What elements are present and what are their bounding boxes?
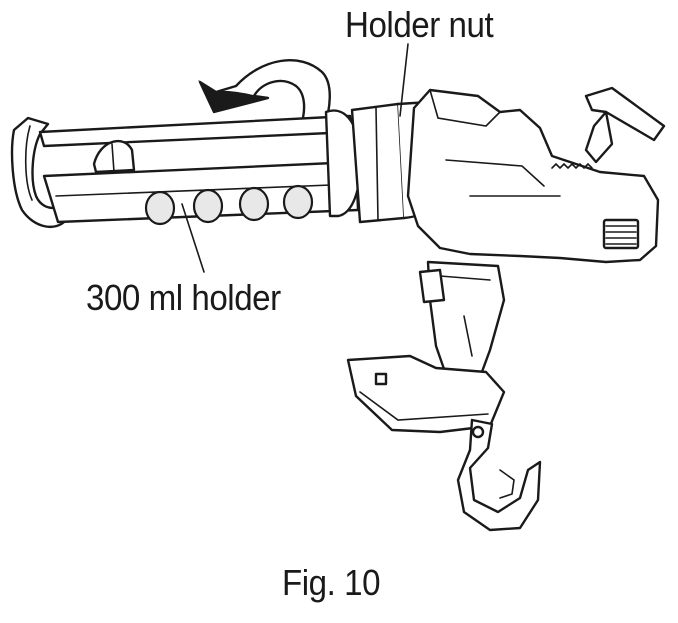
figure-caption: Fig. 10	[282, 562, 381, 603]
leader-line-300ml-holder	[181, 203, 205, 273]
holder-nut-label: Holder nut	[345, 4, 494, 45]
holder-300ml-label: 300 ml holder	[86, 277, 281, 318]
holder-tube	[10, 109, 362, 229]
tool-body	[346, 86, 666, 532]
leader-line-holder-nut	[399, 43, 409, 117]
